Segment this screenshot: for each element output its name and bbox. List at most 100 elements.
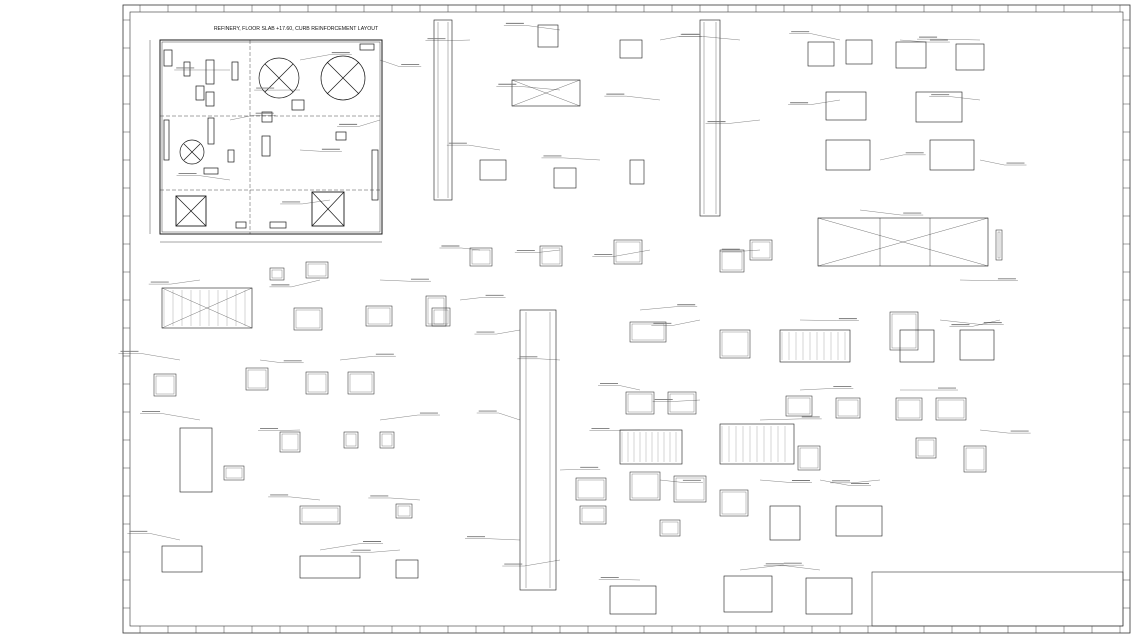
- section-box: [720, 250, 744, 272]
- leader-line: [300, 55, 330, 60]
- curb: [206, 60, 214, 84]
- sheet-frame: [123, 5, 1130, 633]
- section-rebar: [382, 434, 392, 446]
- curb: [270, 222, 286, 228]
- detail-section: [900, 330, 934, 362]
- leader-line: [951, 97, 980, 100]
- leader-line: [640, 307, 675, 310]
- detail-section: [930, 140, 974, 170]
- detail-column: [180, 428, 212, 492]
- section-box: [630, 322, 666, 342]
- section-rebar: [302, 508, 338, 522]
- leader-line: [300, 150, 320, 151]
- section-rebar: [632, 324, 664, 340]
- section-rebar: [918, 440, 934, 456]
- leader-line: [518, 86, 560, 90]
- leader-line: [380, 415, 418, 420]
- section-rebar: [752, 242, 770, 258]
- hatch-pattern: [164, 290, 845, 462]
- section-rebar: [582, 508, 604, 522]
- leader-line: [810, 100, 840, 105]
- section-details: [162, 20, 994, 614]
- leader-line: [380, 280, 409, 281]
- detail-section: [630, 160, 644, 184]
- section-box: [668, 392, 696, 414]
- section-rebar: [368, 308, 390, 324]
- section-box: [246, 368, 268, 390]
- section-rebar: [628, 394, 652, 412]
- leader-line: [673, 320, 700, 325]
- section-box: [540, 246, 562, 266]
- section-box: [432, 308, 450, 326]
- section-box: [626, 392, 654, 414]
- leader-line: [199, 175, 230, 180]
- detail-section: [836, 506, 882, 536]
- leader-lines: [118, 23, 1030, 580]
- leader-line: [320, 543, 361, 550]
- leader-line: [860, 210, 901, 215]
- floor-plan: [150, 40, 382, 242]
- section-rebar: [156, 376, 174, 394]
- curb: [184, 62, 190, 76]
- section-box: [630, 472, 660, 500]
- detail-section: [916, 92, 962, 122]
- section-box: [916, 438, 936, 458]
- section-rebar: [722, 252, 742, 270]
- section-box: [896, 398, 922, 420]
- leader-line: [496, 330, 520, 334]
- section-rebar: [308, 264, 326, 276]
- section-box: [154, 374, 176, 396]
- leader-line: [980, 160, 1004, 165]
- detail-section: [956, 44, 984, 70]
- section-box: [348, 372, 374, 394]
- detail-section: [826, 92, 866, 120]
- leader-line: [880, 155, 904, 160]
- leader-line: [614, 250, 650, 256]
- section-box: [964, 446, 986, 472]
- section-rebar: [296, 310, 320, 328]
- section-rebar: [892, 314, 916, 348]
- curb: [228, 150, 234, 162]
- section-rebar: [966, 448, 984, 470]
- inner-border: [130, 12, 1123, 626]
- leader-line: [461, 248, 480, 250]
- section-rebar: [670, 394, 694, 412]
- section-box: [470, 248, 492, 266]
- section-box: [280, 432, 300, 452]
- leader-line: [563, 158, 600, 160]
- detail-section: [162, 546, 202, 572]
- section-box: [720, 490, 748, 516]
- leader-line: [701, 36, 740, 40]
- section-rebar: [998, 232, 1000, 258]
- section-box: [798, 446, 820, 470]
- detail-sections: [154, 230, 1002, 536]
- curb: [164, 50, 172, 66]
- leader-line: [280, 430, 300, 431]
- leader-line: [960, 280, 996, 281]
- leader-line: [560, 469, 578, 470]
- curb: [292, 100, 304, 110]
- section-box: [836, 398, 860, 418]
- section-rebar: [578, 480, 604, 498]
- detail-section: [826, 140, 870, 170]
- detail-section: [846, 40, 872, 64]
- section-rebar: [428, 298, 444, 324]
- plan-inner-outline: [162, 42, 380, 232]
- curb: [236, 222, 246, 228]
- section-box: [750, 240, 772, 260]
- section-rebar: [938, 400, 964, 418]
- leader-line: [390, 498, 420, 500]
- leader-line: [620, 386, 640, 390]
- detail-section: [480, 160, 506, 180]
- section-box: [660, 520, 680, 536]
- leader-line: [380, 60, 399, 67]
- leader-line: [162, 414, 200, 420]
- section-rebar: [350, 374, 372, 392]
- leader-line: [760, 480, 790, 482]
- curb: [372, 150, 378, 200]
- outer-border: [123, 5, 1130, 633]
- plan-title: REFINERY, FLOOR SLAB +17.60, CURB REINFO…: [214, 26, 379, 32]
- border-ticks: [123, 5, 1130, 633]
- detail-section: [806, 578, 852, 614]
